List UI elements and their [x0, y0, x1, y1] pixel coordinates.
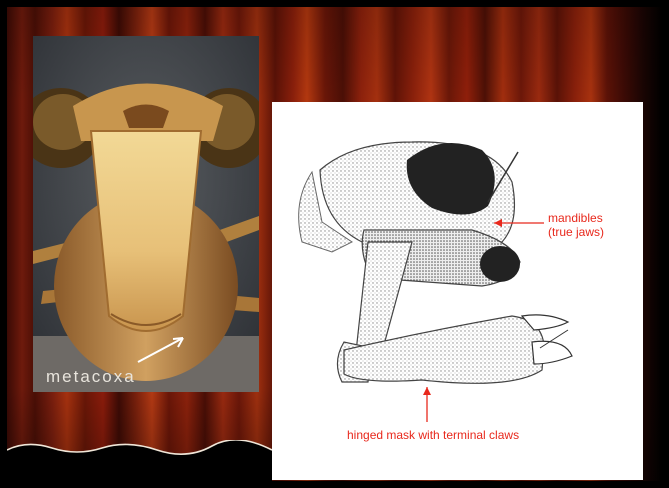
true-jaws-label: (true jaws) [548, 225, 604, 239]
nymph-photo [33, 36, 259, 392]
mouthparts-diagram [272, 102, 643, 480]
metacoxa-label: metacoxa [46, 367, 136, 387]
hinged-mask-label: hinged mask with terminal claws [347, 428, 519, 442]
mandibles-label: mandibles [548, 211, 604, 225]
mandibles-callout: mandibles (true jaws) [548, 211, 604, 239]
